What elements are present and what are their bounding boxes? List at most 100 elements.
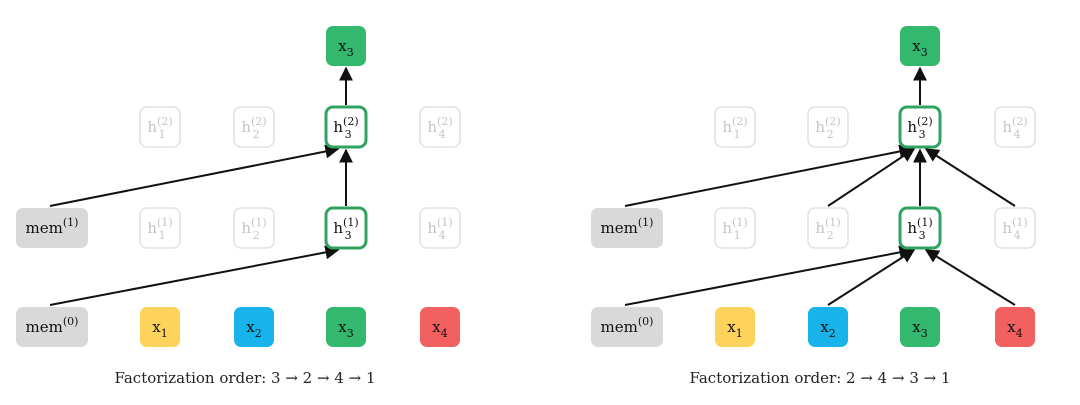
input-box — [326, 307, 366, 347]
hidden-node-h2: h(2)2 — [233, 106, 275, 148]
hidden-label: h(2)2 — [241, 115, 266, 141]
hidden-box — [324, 105, 368, 149]
input-label: x4 — [432, 318, 447, 340]
hidden-label: h(2)1 — [722, 115, 747, 141]
mem-node: mem(1) — [16, 208, 88, 248]
hidden-box — [139, 207, 181, 249]
edge-mem0-to-h1 — [624, 245, 914, 306]
hidden-box — [994, 106, 1036, 148]
hidden-label: h(2)1 — [147, 115, 172, 141]
hidden-node-h1: h(1)3 — [898, 206, 942, 250]
edges — [49, 66, 1016, 306]
hidden-label: h(1)1 — [722, 216, 747, 242]
hidden-label: h(1)2 — [241, 216, 266, 242]
hidden-box — [419, 106, 461, 148]
edge-mem1-to-h2 — [49, 144, 340, 207]
mem-label: mem(1) — [601, 216, 654, 237]
hidden-node-h1: h(1)1 — [139, 207, 181, 249]
target-token: x3 — [326, 26, 366, 66]
hidden-box — [324, 206, 368, 250]
mem-box — [591, 307, 663, 347]
hidden-node-h2: h(2)3 — [898, 105, 942, 149]
hidden-node-h1: h(1)4 — [419, 207, 461, 249]
input-label: x3 — [338, 318, 353, 340]
input-label: x1 — [152, 318, 167, 340]
edge-mem1-to-h2 — [624, 144, 914, 207]
factorization-caption: Factorization order: 3 → 2 → 4 → 1 — [114, 369, 375, 387]
input-token: x1 — [715, 307, 755, 347]
input-box — [420, 307, 460, 347]
hidden-node-h1: h(1)4 — [994, 207, 1036, 249]
hidden-label: h(1)1 — [147, 216, 172, 242]
input-box — [140, 307, 180, 347]
edge-h1-2-to-h2 — [827, 148, 916, 207]
mem-node: mem(1) — [591, 208, 663, 248]
input-label: x3 — [912, 318, 927, 340]
hidden-node-h1: h(1)1 — [714, 207, 756, 249]
hidden-box — [714, 207, 756, 249]
hidden-label: h(1)4 — [427, 216, 452, 242]
hidden-box — [419, 207, 461, 249]
hidden-label: h(1)2 — [815, 216, 840, 242]
hidden-box — [994, 207, 1036, 249]
input-label: x4 — [1007, 318, 1022, 340]
edge-h1-4-to-h2 — [924, 148, 1016, 207]
hidden-label: h(2)4 — [427, 115, 452, 141]
factorization-caption: Factorization order: 2 → 4 → 3 → 1 — [689, 369, 950, 387]
target-box — [900, 26, 940, 66]
hidden-box — [233, 207, 275, 249]
hidden-label: h(2)3 — [333, 115, 358, 141]
edge-x4-to-h1 — [924, 249, 1016, 306]
input-token: x2 — [808, 307, 848, 347]
hidden-node-h1: h(1)2 — [233, 207, 275, 249]
input-token: x4 — [995, 307, 1035, 347]
edge-x2-to-h1 — [827, 249, 916, 306]
mem-node: mem(0) — [16, 307, 88, 347]
hidden-box — [233, 106, 275, 148]
hidden-box — [139, 106, 181, 148]
input-label: x2 — [246, 318, 261, 340]
hidden-node-h2: h(2)1 — [714, 106, 756, 148]
input-box — [900, 307, 940, 347]
hidden-box — [898, 206, 942, 250]
hidden-box — [714, 106, 756, 148]
hidden-node-h1: h(1)2 — [807, 207, 849, 249]
input-label: x2 — [820, 318, 835, 340]
hidden-node-h2: h(2)3 — [324, 105, 368, 149]
mem-box — [16, 208, 88, 248]
input-token: x1 — [140, 307, 180, 347]
input-box — [995, 307, 1035, 347]
input-box — [715, 307, 755, 347]
hidden-node-h2: h(2)1 — [139, 106, 181, 148]
hidden-label: h(2)3 — [907, 115, 932, 141]
hidden-box — [807, 106, 849, 148]
target-token: x3 — [900, 26, 940, 66]
mem-node: mem(0) — [591, 307, 663, 347]
hidden-label: h(1)3 — [907, 216, 932, 242]
hidden-label: h(2)4 — [1002, 115, 1027, 141]
hidden-box — [807, 207, 849, 249]
target-label: x3 — [338, 37, 353, 59]
input-token: x3 — [326, 307, 366, 347]
hidden-node-h1: h(1)3 — [324, 206, 368, 250]
captions: Factorization order: 3 → 2 → 4 → 1 Factor… — [114, 369, 950, 387]
input-token: x2 — [234, 307, 274, 347]
hidden-node-h2: h(2)4 — [419, 106, 461, 148]
target-box — [326, 26, 366, 66]
input-label: x1 — [727, 318, 742, 340]
mem-label: mem(1) — [26, 216, 79, 237]
mem-box — [16, 307, 88, 347]
input-token: x4 — [420, 307, 460, 347]
hidden-node-h2: h(2)4 — [994, 106, 1036, 148]
hidden-label: h(2)2 — [815, 115, 840, 141]
mem-box — [591, 208, 663, 248]
hidden-box — [898, 105, 942, 149]
mem-label: mem(0) — [601, 315, 654, 336]
hidden-label: h(1)3 — [333, 216, 358, 242]
input-box — [808, 307, 848, 347]
hidden-label: h(1)4 — [1002, 216, 1027, 242]
mem-label: mem(0) — [26, 315, 79, 336]
input-box — [234, 307, 274, 347]
target-label: x3 — [912, 37, 927, 59]
